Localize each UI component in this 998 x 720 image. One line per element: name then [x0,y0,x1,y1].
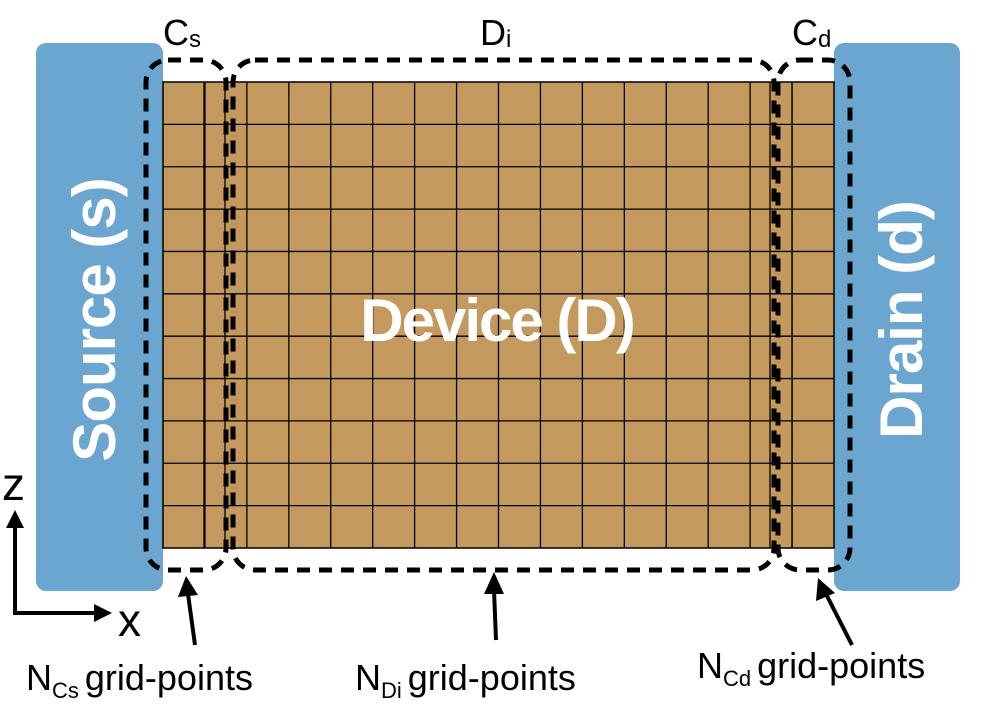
di-label: Di [480,12,511,53]
axis-lines [13,522,98,615]
drain-contact [834,43,960,591]
drain-label: Drain (d) [868,201,935,439]
x-arrowhead [94,604,112,622]
cs-label: Cs [163,12,201,53]
device-border [162,81,835,549]
ndi-arrow-line [492,589,498,641]
device-grid-lines [163,82,834,548]
device-label: Device (D) [360,287,633,354]
axis-z-label: z [2,458,25,510]
ndi-arrowhead [484,572,504,594]
z-arrowhead [6,510,24,528]
cd-label: Cd [792,12,831,53]
pointer-arrows [186,589,854,646]
ncd-arrowhead [816,578,835,601]
di-region-outline [230,57,777,573]
cd-region-outline [775,57,853,573]
axis-x-label: x [118,594,141,646]
source-contact [36,43,163,591]
ncs-arrowhead [178,576,198,597]
ncs-arrow-line [186,593,197,646]
ncd-arrow-line [824,593,854,646]
source-label: Source (s) [61,178,128,461]
axes [13,522,98,615]
boundary-column-lines [203,82,793,548]
